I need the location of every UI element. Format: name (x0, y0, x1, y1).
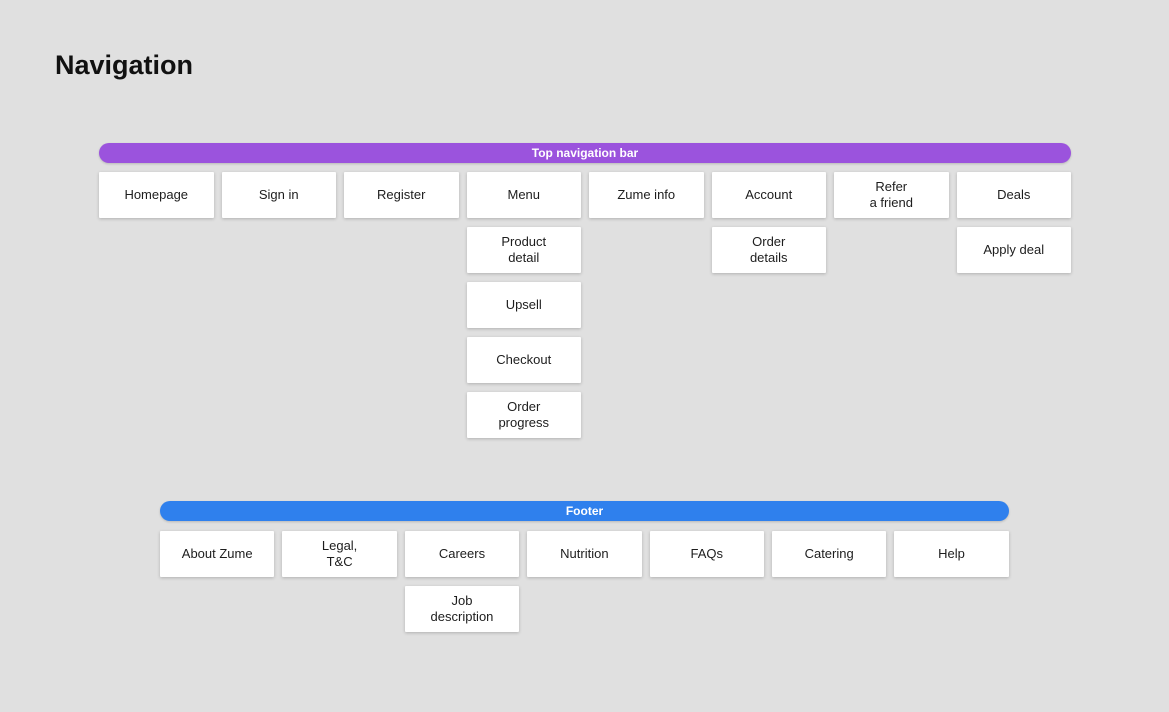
node-label: About Zume (181, 546, 253, 562)
node-deals[interactable]: Deals (956, 172, 1071, 218)
node-label: Upsell (505, 297, 542, 313)
node-label: Deals (997, 187, 1031, 203)
node-label: Register (377, 187, 426, 203)
node-refer-a-friend[interactable]: Refer a friend (834, 172, 949, 218)
node-homepage[interactable]: Homepage (99, 172, 214, 218)
node-register[interactable]: Register (344, 172, 459, 218)
footer-node-grid: About Zume Legal, T&C Careers Nutrition FAQs… (160, 531, 1009, 632)
page-title: Navigation (55, 50, 194, 80)
node-label: Order details (749, 234, 788, 265)
node-legal-tc[interactable]: Legal, T&C (282, 531, 397, 577)
node-catering[interactable]: Catering (771, 531, 887, 577)
node-sign-in[interactable]: Sign in (221, 172, 336, 218)
node-label: Homepage (124, 187, 189, 203)
node-order-progress[interactable]: Order progress (466, 392, 581, 438)
node-label: Account (745, 187, 793, 203)
node-menu[interactable]: Menu (466, 172, 581, 218)
node-order-details[interactable]: Order details (711, 227, 826, 273)
node-label: Checkout (496, 352, 552, 368)
node-about-zume[interactable]: About Zume (160, 531, 275, 577)
node-label: Careers (438, 546, 486, 562)
node-job-description[interactable]: Job description (404, 586, 520, 632)
node-label: Refer a friend (869, 179, 913, 210)
node-careers[interactable]: Careers (404, 531, 520, 577)
node-label: Nutrition (560, 546, 609, 562)
node-label: FAQs (690, 546, 724, 562)
top-navigation-node-grid: Homepage Sign in Register Menu Zume info Acco… (99, 172, 1071, 438)
node-label: Job description (430, 593, 494, 624)
node-label: Menu (507, 187, 541, 203)
node-faqs[interactable]: FAQs (649, 531, 764, 577)
node-product-detail[interactable]: Product detail (466, 227, 581, 273)
node-checkout[interactable]: Checkout (466, 337, 581, 383)
node-upsell[interactable]: Upsell (466, 282, 581, 328)
node-label: Legal, T&C (321, 538, 358, 569)
node-nutrition[interactable]: Nutrition (527, 531, 642, 577)
node-zume-info[interactable]: Zume info (589, 172, 704, 218)
node-label: Apply deal (983, 242, 1045, 258)
node-label: Order progress (498, 399, 550, 430)
node-account[interactable]: Account (711, 172, 826, 218)
node-apply-deal[interactable]: Apply deal (956, 227, 1071, 273)
node-label: Catering (804, 546, 854, 562)
node-label: Product detail (501, 234, 547, 265)
top-navigation-bar-header: Top navigation bar (99, 143, 1071, 163)
node-label: Zume info (617, 187, 676, 203)
footer-bar-header: Footer (160, 501, 1009, 521)
node-label: Help (938, 546, 965, 562)
node-help[interactable]: Help (894, 531, 1009, 577)
node-label: Sign in (258, 187, 299, 203)
